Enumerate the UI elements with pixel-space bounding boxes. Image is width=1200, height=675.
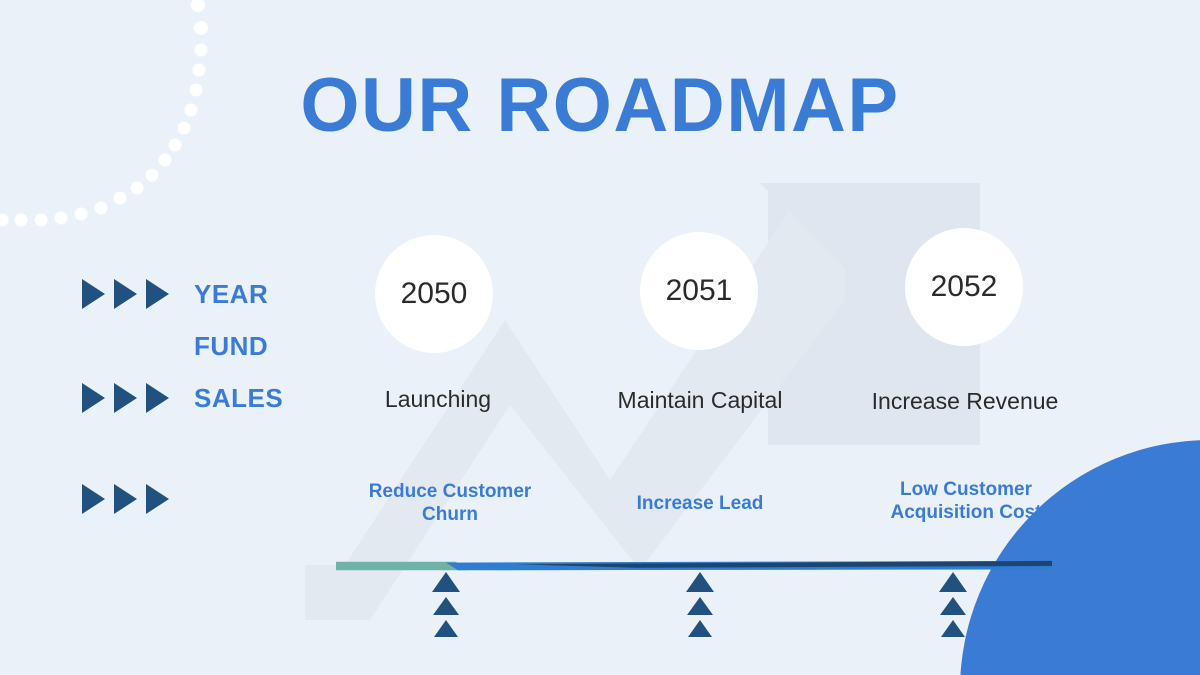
milestone-circle-2050[interactable]: 2050	[375, 235, 493, 353]
milestone-subtitle-2051: Increase Lead	[555, 493, 845, 516]
triangle-right-icon	[114, 279, 137, 309]
milestone-year-2052: 2052	[930, 270, 998, 303]
triangle-up-icon	[688, 620, 712, 637]
page-title: OUR ROADMAP	[300, 63, 900, 148]
triangle-right-icon	[82, 279, 105, 309]
milestone-circle-2051[interactable]: 2051	[640, 232, 758, 350]
milestone-year-2050: 2050	[400, 277, 468, 310]
triangle-right-icon	[146, 383, 169, 413]
milestone-circle-2052[interactable]: 2052	[905, 228, 1023, 346]
milestone-title-2050: Launching	[384, 386, 492, 412]
timeline-marker-2052	[939, 572, 967, 637]
legend-row-fund: FUND	[82, 320, 332, 372]
triangle-up-icon	[940, 597, 966, 615]
legend-row-sales: SALES	[82, 372, 332, 424]
milestone-subtitle-line: Low Customer	[900, 479, 1032, 500]
triangle-right-icon-group	[82, 279, 182, 309]
triangle-right-icon-group	[82, 383, 182, 413]
triangle-right-icon	[82, 484, 105, 514]
timeline-marker-2050	[432, 572, 460, 637]
legend: YEAR FUND SALES	[82, 268, 332, 424]
milestone-title-2052: Increase Revenue	[871, 388, 1059, 414]
triangle-right-icon	[114, 383, 137, 413]
milestone-subtitle-2052: Low Customer Acquisition Cost	[816, 479, 1116, 525]
triangle-right-icon	[146, 484, 169, 514]
milestone-subtitle-line: Increase Lead	[636, 493, 764, 514]
legend-row-year: YEAR	[82, 268, 332, 320]
triangle-up-icon	[686, 572, 714, 592]
milestone-subtitle-line: Acquisition Cost	[890, 501, 1042, 523]
milestone-subtitle-line: Reduce Customer	[368, 481, 532, 502]
timeline-marker-2051	[686, 572, 714, 637]
triangle-up-icon	[434, 620, 458, 637]
triangle-up-icon	[939, 572, 967, 592]
legend-label-year: YEAR	[194, 278, 269, 309]
timeline-bar	[336, 560, 1052, 571]
triangle-right-icon-group-bottom	[82, 484, 169, 514]
triangle-up-icon	[433, 597, 459, 615]
milestone-title-2051: Maintain Capital	[617, 387, 783, 413]
legend-label-fund: FUND	[194, 330, 269, 361]
triangle-up-icon	[941, 620, 965, 637]
triangle-right-icon	[114, 484, 137, 514]
milestone-subtitle-line: Churn	[422, 503, 478, 525]
triangle-up-icon	[432, 572, 460, 592]
triangle-right-icon	[82, 383, 105, 413]
triangle-right-icon	[146, 279, 169, 309]
milestone-subtitle-2050: Reduce Customer Churn	[305, 481, 595, 527]
legend-label-sales: SALES	[194, 382, 284, 413]
milestone-year-2051: 2051	[665, 274, 733, 307]
triangle-up-icon	[687, 597, 713, 615]
